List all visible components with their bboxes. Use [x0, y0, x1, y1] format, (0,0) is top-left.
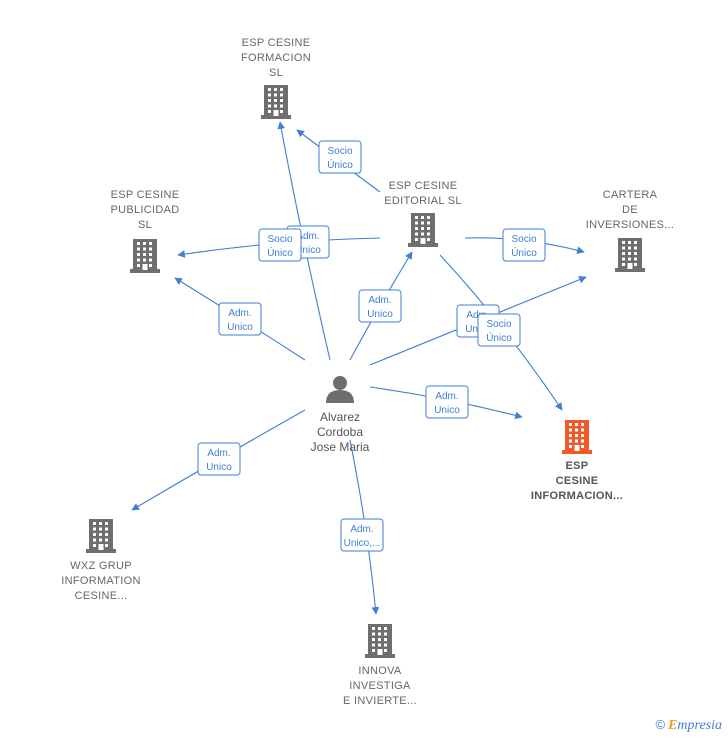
node-label: SL	[138, 219, 152, 231]
node-label: WXZ GRUP	[70, 560, 132, 572]
badge-box	[358, 289, 402, 323]
node-innova[interactable]: INNOVA INVESTIGA E INVIERTE...	[343, 624, 417, 707]
badge-box	[425, 385, 469, 419]
nodes-layer: ESP CESINE FORMACION SL ESP CESINE EDITORIAL…	[61, 37, 674, 707]
badge-label: Único	[267, 246, 293, 259]
relationship-badge[interactable]: Adm. Unico	[425, 385, 469, 419]
node-label: ESP CESINE	[111, 189, 180, 201]
badges-layer: SocioÚnicoAdm.UnicoSocioÚnicoAdm.UnicoAd…	[197, 140, 546, 552]
node-wxz[interactable]: WXZ GRUP INFORMATION CESINE...	[61, 519, 140, 602]
badge-label: Adm.	[296, 231, 319, 242]
node-label: E INVIERTE...	[343, 695, 417, 707]
badge-label: Unico	[434, 405, 460, 416]
node-label: Jose Maria	[311, 440, 370, 454]
node-label: SL	[269, 67, 283, 79]
node-label: ESP CESINE	[242, 37, 311, 49]
building-icon-highlighted	[562, 420, 592, 454]
node-label: INVESTIGA	[349, 680, 411, 692]
node-label: INFORMATION	[61, 575, 140, 587]
node-label: Cordoba	[317, 425, 363, 439]
badge-label: Único	[327, 158, 353, 171]
badge-box	[318, 140, 362, 174]
badge-label: Unico,...	[344, 538, 381, 549]
node-label: DE	[622, 204, 638, 216]
node-label: EDITORIAL SL	[384, 195, 462, 207]
node-label: CESINE	[556, 475, 599, 487]
badge-label: Adm.	[350, 524, 373, 535]
badge-label: Unico	[227, 322, 253, 333]
badge-box	[258, 228, 302, 262]
node-label: FORMACION	[241, 52, 311, 64]
relationship-badge[interactable]: Adm. Unico	[218, 302, 262, 336]
badge-label: Adm.	[207, 448, 230, 459]
node-label: INNOVA	[358, 665, 402, 677]
badge-label: Unico	[206, 462, 232, 473]
badge-label: Adm.	[368, 295, 391, 306]
node-label: ESP	[566, 460, 589, 472]
badge-label: Socio	[511, 234, 536, 245]
building-icon	[365, 624, 395, 658]
badge-box	[218, 302, 262, 336]
badge-label: Socio	[486, 319, 511, 330]
node-label: CARTERA	[603, 189, 658, 201]
copyright-symbol: ©	[655, 717, 666, 732]
building-icon	[86, 519, 116, 553]
building-icon	[130, 239, 160, 273]
node-informacion[interactable]: ESP CESINE INFORMACION...	[531, 420, 623, 502]
badge-box	[477, 313, 521, 347]
building-icon	[408, 213, 438, 247]
badge-label: Socio	[267, 234, 292, 245]
node-label: PUBLICIDAD	[110, 204, 179, 216]
badge-label: Único	[486, 331, 512, 344]
node-label: ESP CESINE	[389, 180, 458, 192]
badge-label: Adm.	[435, 391, 458, 402]
node-label: CESINE...	[75, 590, 128, 602]
badge-label: Unico	[295, 245, 321, 256]
relationship-badge[interactable]: Adm. Unico	[197, 442, 241, 476]
badge-label: Unico	[367, 309, 393, 320]
node-label: INVERSIONES...	[586, 219, 675, 231]
building-icon	[261, 85, 291, 119]
badge-label: Único	[511, 246, 537, 259]
node-label: INFORMACION...	[531, 490, 623, 502]
relationship-badge[interactable]: Adm. Unico	[358, 289, 402, 323]
badge-label: Adm.	[228, 308, 251, 319]
person-icon	[326, 376, 354, 403]
node-publicidad[interactable]: ESP CESINE PUBLICIDAD SL	[110, 189, 179, 273]
badge-label: Socio	[327, 146, 352, 157]
relationship-badge[interactable]: Adm. Unico,...	[340, 518, 384, 552]
footer-brand[interactable]: ©Empresia	[655, 717, 722, 734]
badge-box	[340, 518, 384, 552]
node-editorial[interactable]: ESP CESINE EDITORIAL SL	[384, 180, 462, 247]
badge-box	[502, 228, 546, 262]
node-cartera[interactable]: CARTERA DE INVERSIONES...	[586, 189, 675, 272]
brand-logo: Empresia	[668, 718, 722, 733]
building-icon	[615, 238, 645, 272]
node-label: Alvarez	[320, 410, 360, 424]
badge-box	[197, 442, 241, 476]
node-formacion[interactable]: ESP CESINE FORMACION SL	[241, 37, 311, 119]
